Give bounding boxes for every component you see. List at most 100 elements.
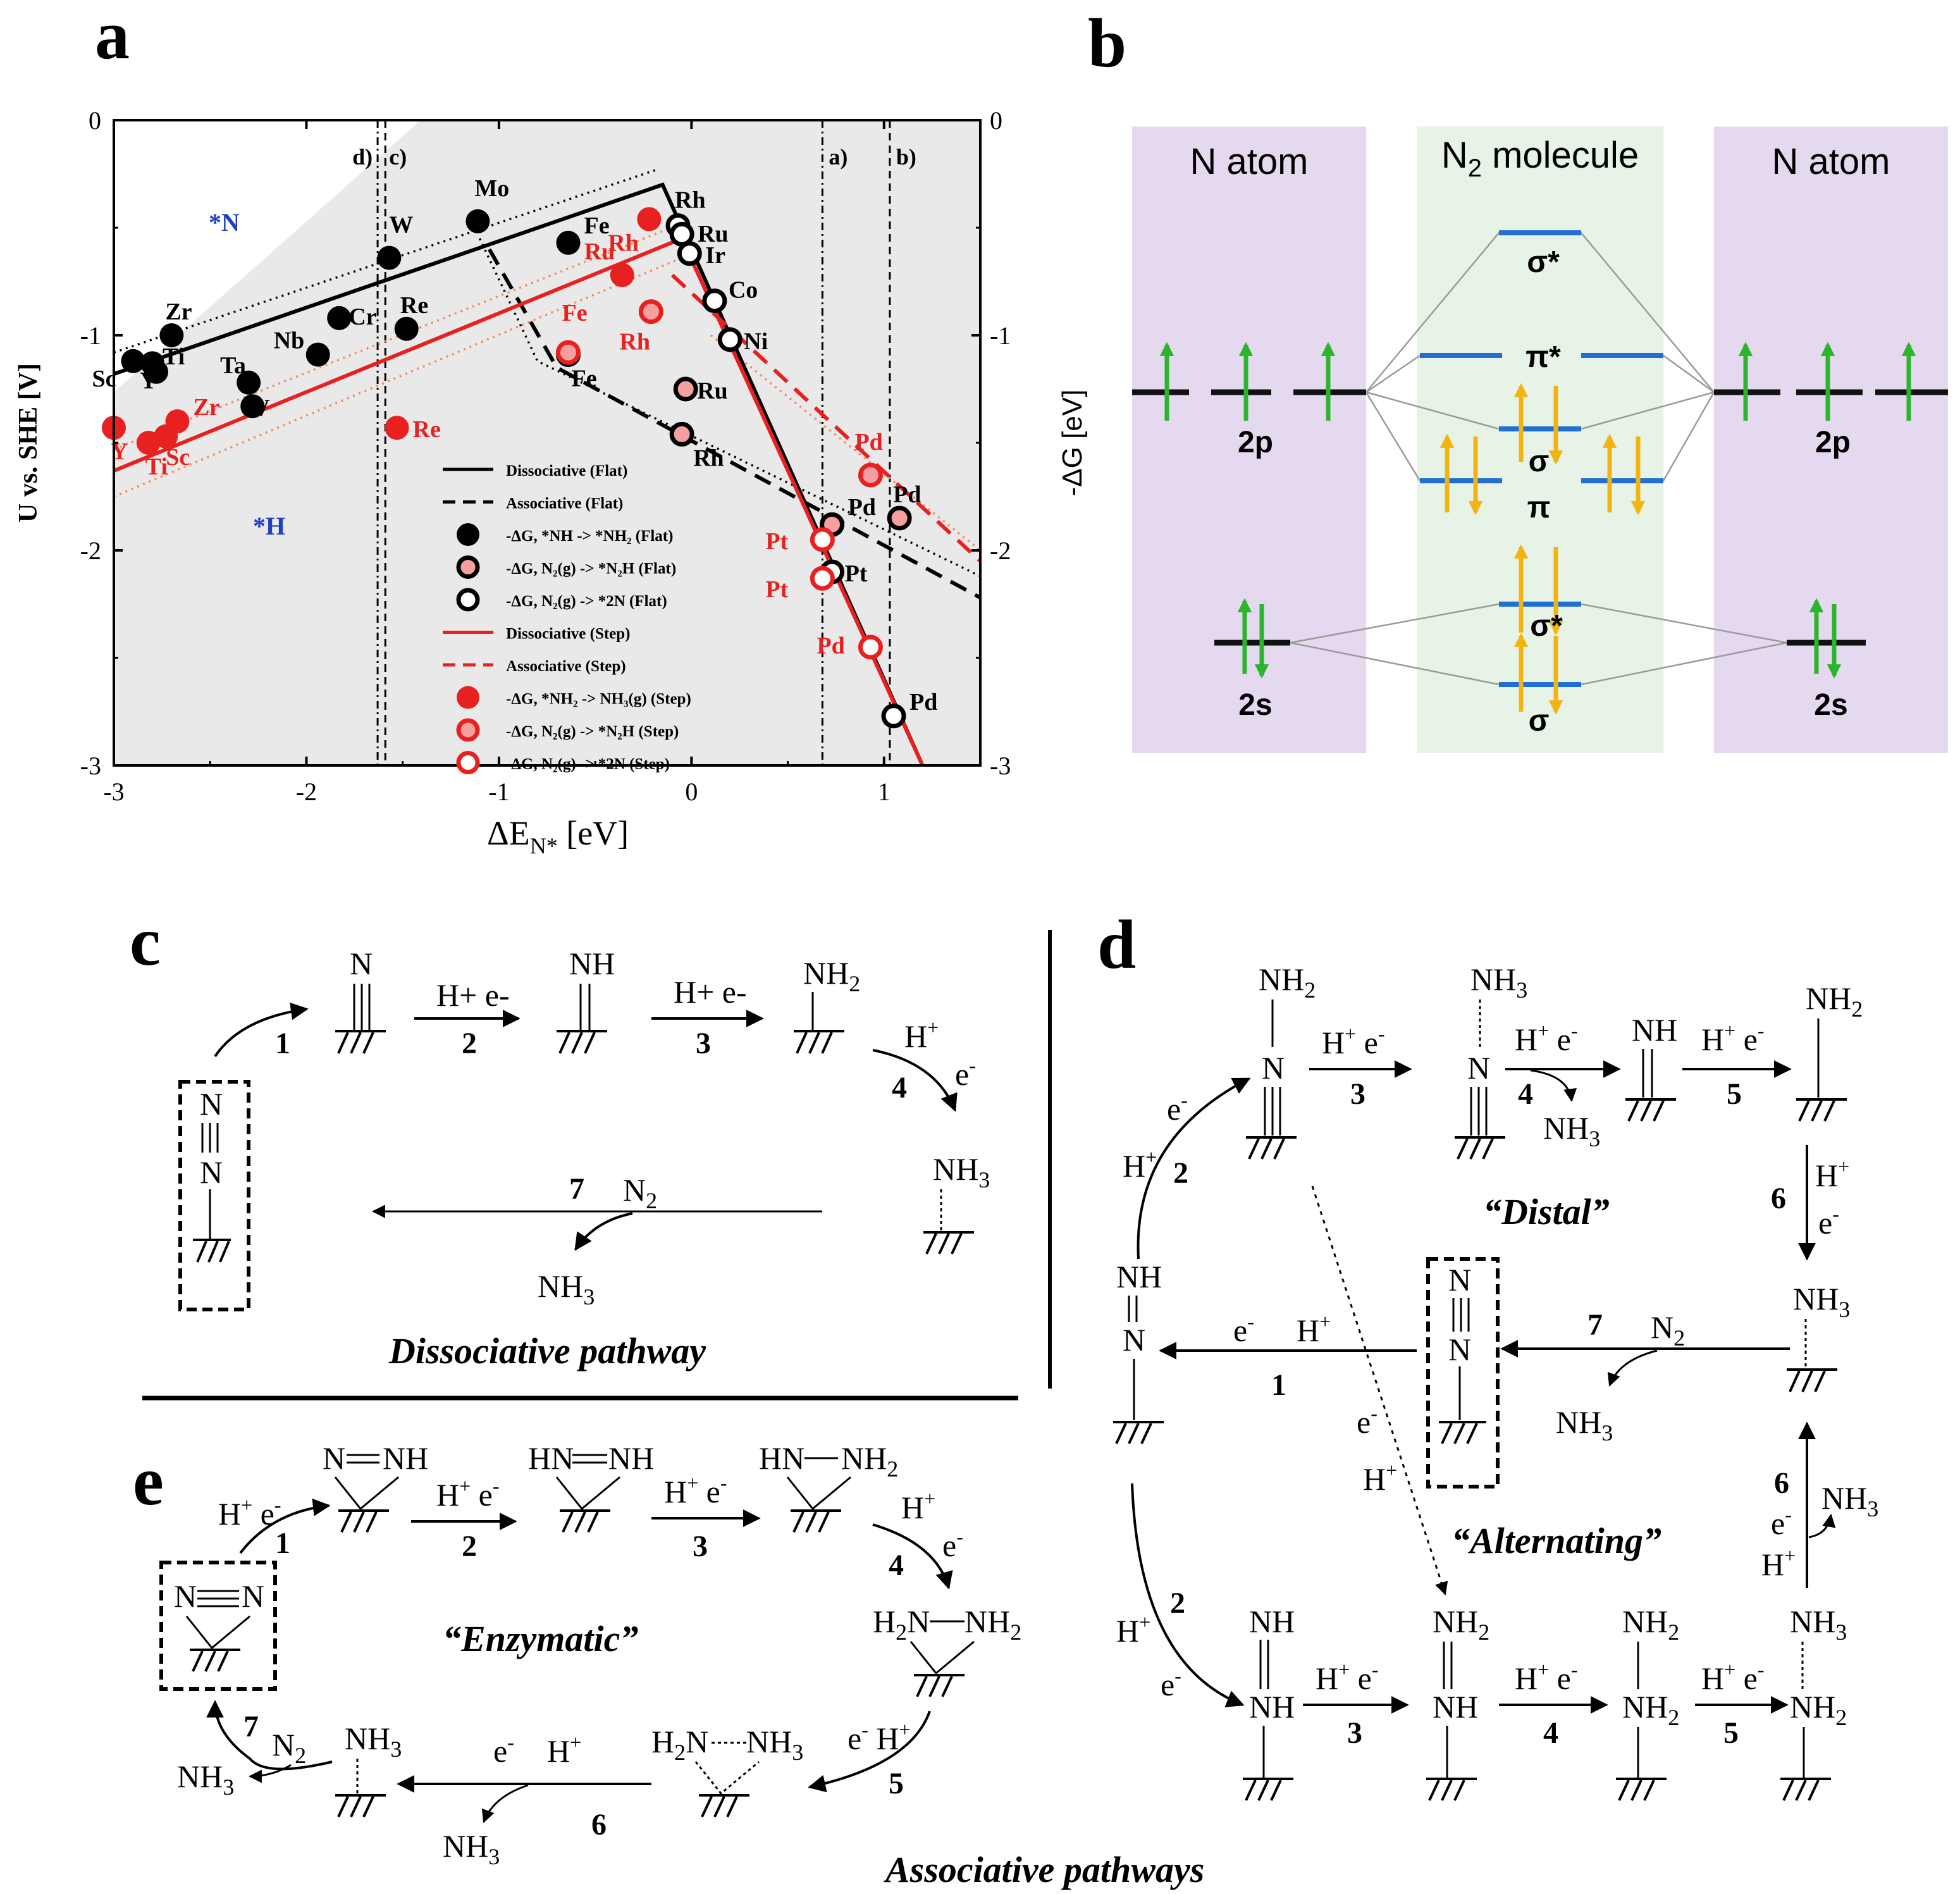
svg-text:H+: H+ <box>1815 1155 1849 1193</box>
label-sigma-star-top: σ* <box>1527 245 1560 279</box>
associative-caption: Associative pathways <box>884 1849 1204 1890</box>
data-point <box>638 299 663 325</box>
d-step-7: 7 <box>1587 1308 1603 1342</box>
legend-entry: Dissociative (Flat) <box>506 462 627 480</box>
svg-text:NH3: NH3 <box>1556 1404 1613 1445</box>
svg-text:H+: H+ <box>547 1731 581 1769</box>
d-step-4: 4 <box>1518 1077 1533 1111</box>
label-sigma-star-s: σ* <box>1530 609 1563 643</box>
svg-text:NH3: NH3 <box>1470 962 1527 1003</box>
svg-text:e- H+: e- H+ <box>847 1718 911 1756</box>
dissociative-scheme: N N 1 N H+ e- 2 NH H+ e- 3 NH2 H+ <box>178 946 990 1371</box>
svg-text:H2N: H2N <box>873 1604 930 1645</box>
data-point-label: Ti <box>145 454 168 480</box>
panel-label-d: d <box>1097 906 1136 983</box>
panel-label-a: a <box>95 0 130 73</box>
data-point-label: Fe <box>562 300 587 326</box>
svg-text:NH: NH <box>608 1440 654 1476</box>
chart-legend: Dissociative (Flat) Associative (Flat) -ΔG… <box>443 462 691 774</box>
svg-text:NH3: NH3 <box>345 1721 402 1762</box>
legend-entry: -ΔG, N₂(g) -> *N₂H (Step) <box>506 723 679 740</box>
dissociative-caption: Dissociative pathway <box>388 1330 706 1371</box>
step-7: 7 <box>569 1172 584 1206</box>
left-atom-box <box>1132 127 1366 753</box>
x-tick-label: -2 <box>296 777 317 806</box>
svg-text:HN: HN <box>528 1440 574 1476</box>
svg-text:e-: e- <box>1233 1310 1254 1348</box>
data-point-label: Rh <box>608 230 639 256</box>
data-point <box>377 245 402 270</box>
svg-text:N: N <box>242 1578 264 1614</box>
trend-line <box>670 273 980 563</box>
data-point <box>810 527 835 552</box>
data-point-label: Sc <box>166 444 190 471</box>
d-step-3-bottom: 3 <box>1347 1716 1362 1750</box>
y-axis-label: U vs. SHE [V] <box>14 363 43 523</box>
data-point-label: Ru <box>584 238 615 265</box>
data-point-label: Zr <box>193 394 219 421</box>
step-2: 2 <box>462 1027 477 1060</box>
molecular-levels <box>1420 230 1663 687</box>
svg-text:NH3: NH3 <box>177 1759 234 1800</box>
data-point-label: W <box>389 212 413 238</box>
svg-text:NH: NH <box>1632 1012 1677 1048</box>
data-point-label: Rh <box>675 187 706 214</box>
data-point <box>121 349 145 373</box>
y-tick-label-left: -3 <box>80 752 101 780</box>
e-step-6: 6 <box>591 1808 607 1841</box>
legend-entry: -ΔG, N₂(g) -> *2N (Step) <box>506 756 670 773</box>
data-point <box>394 316 419 341</box>
data-point <box>677 241 702 266</box>
data-point <box>385 416 409 440</box>
data-point-label: Rh <box>619 329 650 356</box>
legend-entry: -ΔG, N₂(g) -> *N₂H (Flat) <box>506 560 676 578</box>
svg-text:H+ e-: H+ e- <box>1322 1022 1385 1060</box>
data-point-label: Co <box>729 277 758 304</box>
data-point <box>305 342 330 367</box>
data-point-label: Pt <box>845 560 868 587</box>
label-2s-left: 2s <box>1238 688 1272 722</box>
step-4: 4 <box>892 1071 907 1105</box>
svg-text:NH3: NH3 <box>1543 1110 1600 1151</box>
data-point-label: Pt <box>765 528 788 555</box>
x-tick-label: -1 <box>488 777 509 806</box>
dotted-guide <box>114 256 682 498</box>
data-point <box>637 207 662 232</box>
data-point-label: Fe <box>584 213 609 239</box>
dotted-guide <box>710 334 980 552</box>
n2-box-n-bottom: N <box>200 1154 223 1190</box>
y-tick-label-right: -1 <box>990 321 1011 350</box>
legend-marker <box>456 751 480 774</box>
legend-marker <box>457 686 479 709</box>
e-step-1: 1 <box>275 1526 290 1560</box>
panel-label-b: b <box>1088 4 1126 82</box>
x-tick-label: -3 <box>103 777 124 806</box>
data-point-label: Re <box>413 416 441 443</box>
svg-text:NH: NH <box>1249 1604 1295 1639</box>
e-step-2: 2 <box>462 1530 477 1563</box>
data-point-label: Re <box>400 292 428 319</box>
data-point <box>555 340 581 365</box>
dotted-guide <box>478 238 980 578</box>
mo-y-axis-label: -ΔG [eV] <box>1057 390 1088 497</box>
species-nh: NH <box>569 946 615 981</box>
svg-text:H+: H+ <box>1297 1310 1331 1348</box>
step-3-reagent: H+ e- <box>674 974 747 1010</box>
svg-text:N: N <box>1467 1050 1490 1086</box>
svg-text:NH3: NH3 <box>1793 1281 1850 1322</box>
e-step-4: 4 <box>889 1549 904 1582</box>
data-point-label: Ir <box>705 242 725 269</box>
vertical-line-label: c) <box>389 144 407 170</box>
legend-entry: Associative (Flat) <box>506 495 623 512</box>
data-point-label: Pd <box>817 633 844 659</box>
n2-reactant-box <box>178 1080 250 1311</box>
svg-text:H+ e-: H+ e- <box>664 1471 727 1509</box>
label-pi-star: π* <box>1525 340 1561 374</box>
label-2s-right: 2s <box>1814 688 1847 722</box>
molecule-box <box>1417 127 1663 753</box>
svg-text:NH2: NH2 <box>1622 1689 1679 1730</box>
data-point-label: Ru <box>698 221 729 247</box>
d-step-2-bottom: 2 <box>1170 1587 1185 1620</box>
data-point <box>144 359 168 384</box>
dotted-guide <box>114 222 682 450</box>
